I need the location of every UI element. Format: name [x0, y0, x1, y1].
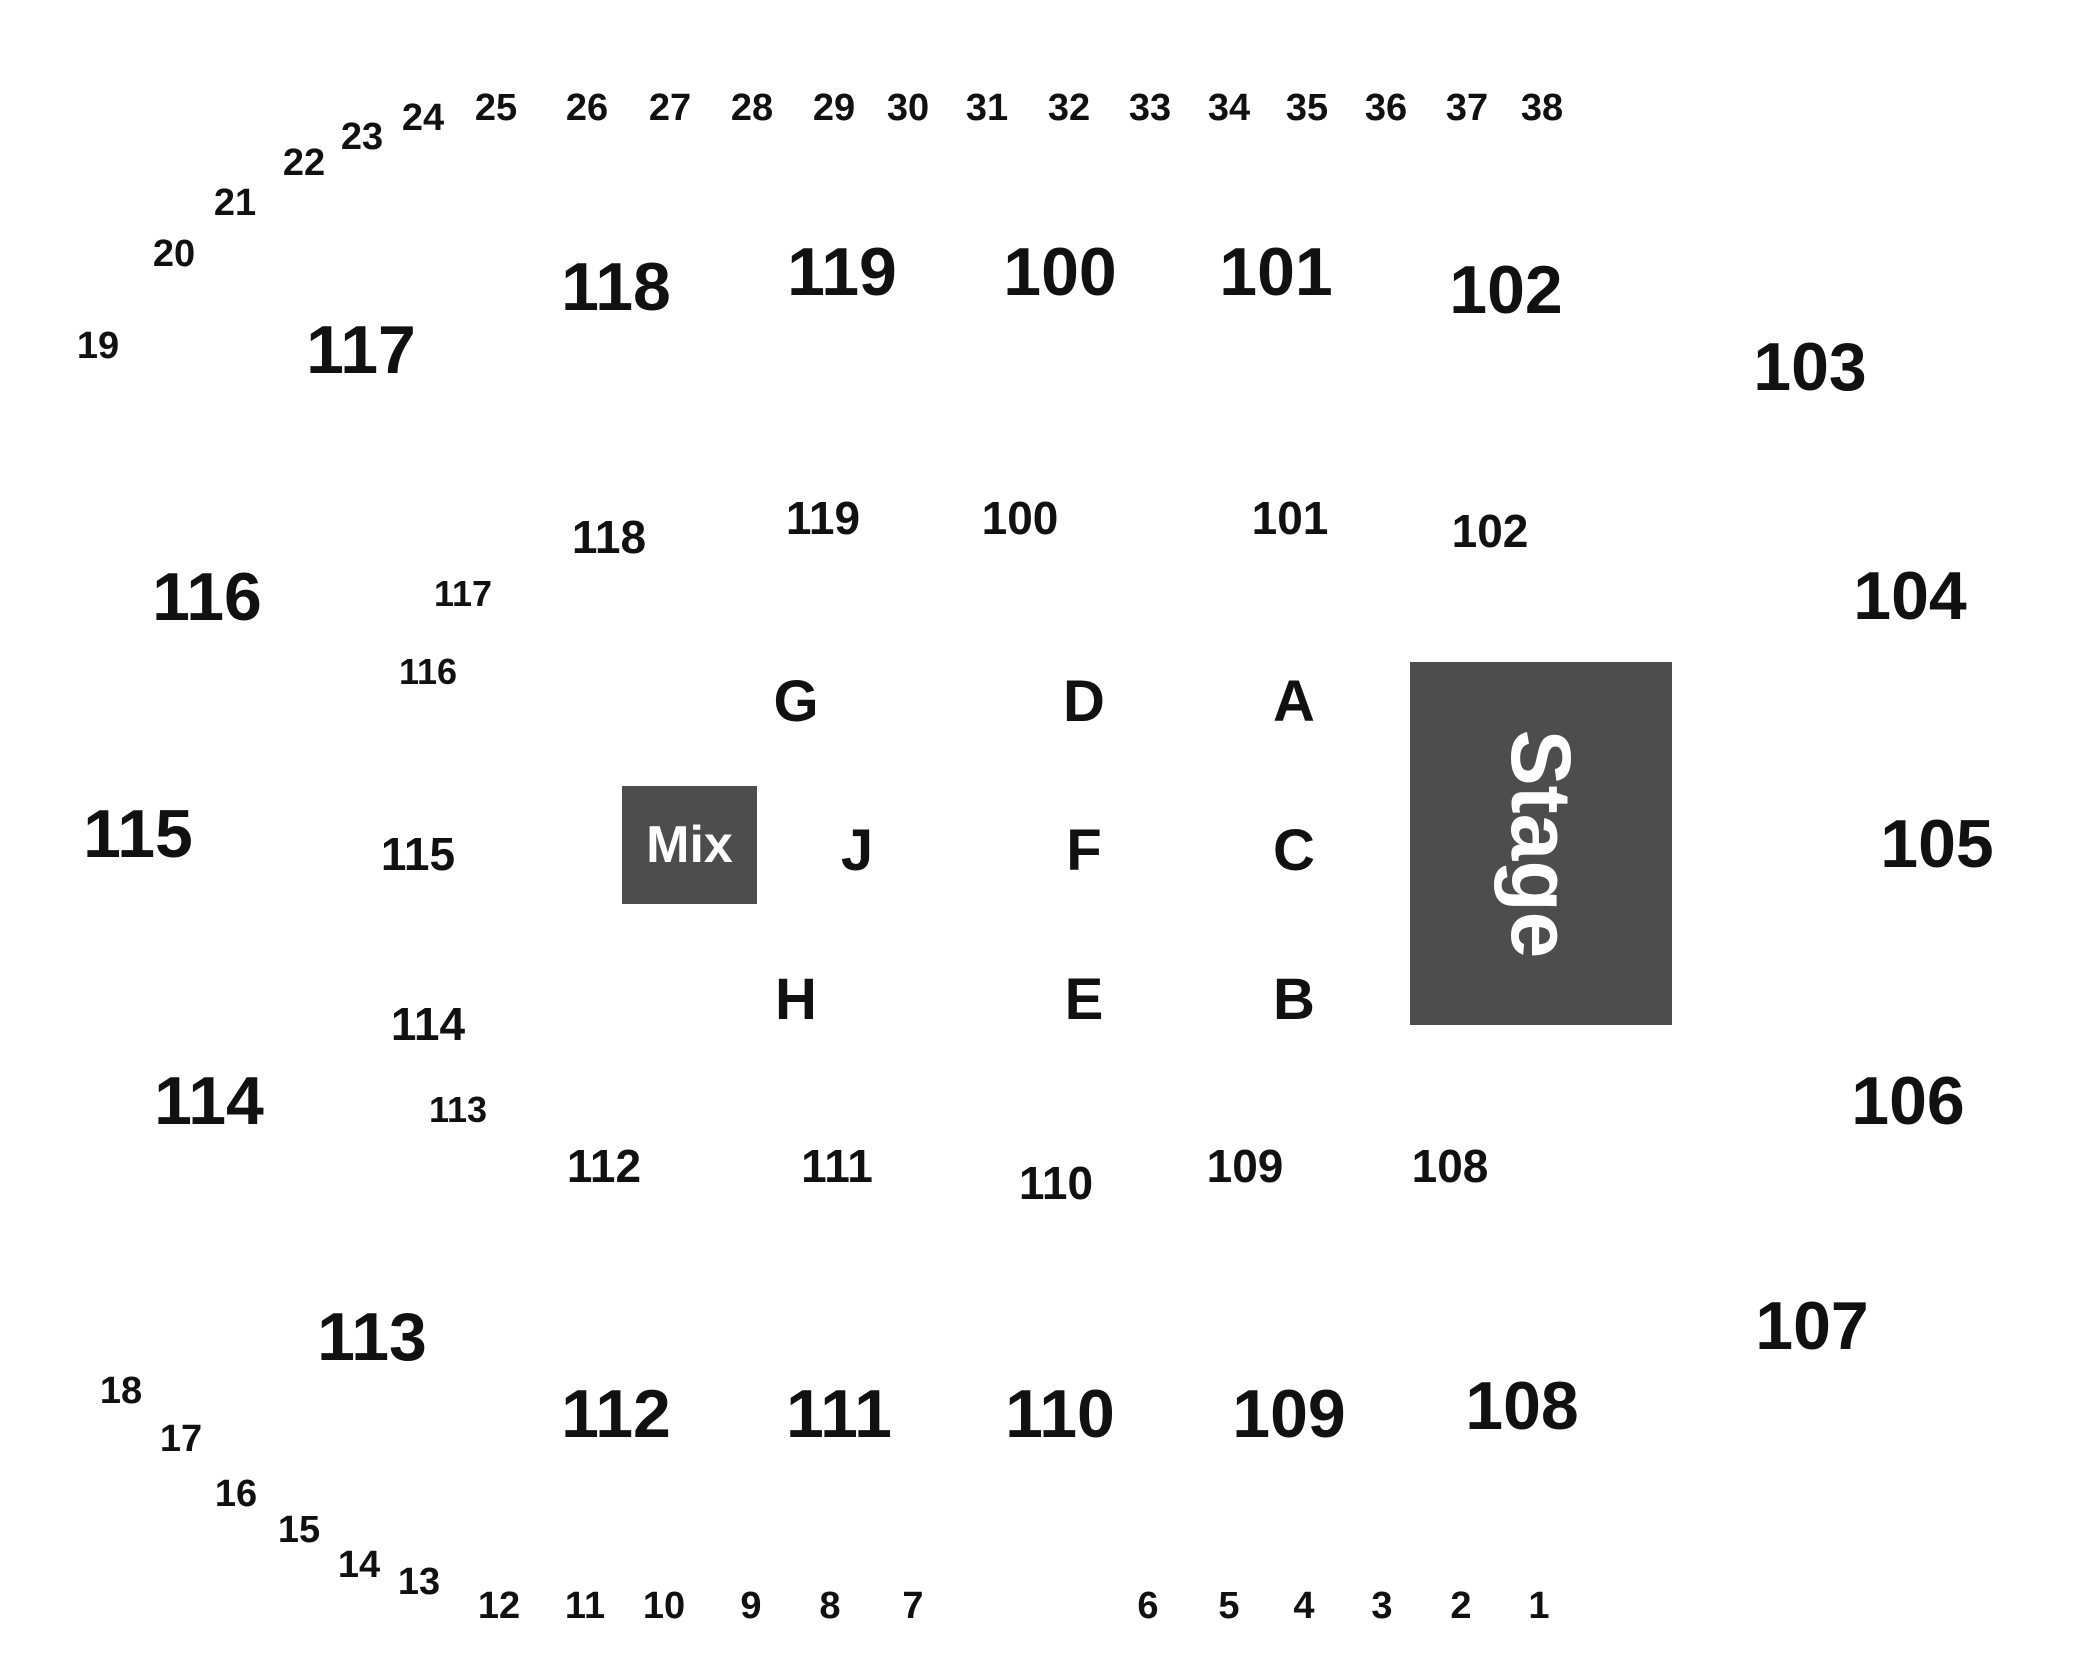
box-12[interactable]: 12: [477, 1585, 521, 1627]
floor-section-g[interactable]: G: [773, 669, 819, 734]
box-36[interactable]: 36: [1364, 87, 1408, 129]
upper-section-115[interactable]: 115: [83, 796, 193, 872]
upper-section-101[interactable]: 101: [1219, 234, 1333, 310]
upper-section-100[interactable]: 100: [1003, 234, 1117, 310]
box-29[interactable]: 29: [812, 87, 856, 129]
lower-section-113[interactable]: 113: [428, 1089, 488, 1130]
mix-label: Mix: [646, 816, 733, 874]
box-35[interactable]: 35: [1285, 87, 1329, 129]
box-23[interactable]: 23: [340, 116, 384, 158]
box-15[interactable]: 15: [277, 1509, 321, 1551]
box-16[interactable]: 16: [214, 1473, 258, 1515]
floor-section-f[interactable]: F: [1066, 818, 1102, 883]
box-21[interactable]: 21: [213, 182, 257, 224]
lower-section-116[interactable]: 116: [398, 651, 458, 692]
upper-section-104[interactable]: 104: [1853, 558, 1967, 634]
upper-section-117[interactable]: 117: [306, 312, 416, 388]
upper-section-106[interactable]: 106: [1851, 1063, 1965, 1139]
lower-section-115[interactable]: 115: [380, 828, 456, 880]
lower-section-118[interactable]: 118: [571, 511, 647, 563]
floor-section-e[interactable]: E: [1064, 967, 1104, 1032]
upper-section-111[interactable]: 111: [786, 1376, 892, 1452]
lower-section-112[interactable]: 112: [566, 1140, 642, 1192]
floor-section-d[interactable]: D: [1063, 669, 1105, 734]
upper-section-113[interactable]: 113: [317, 1299, 427, 1375]
stage-label: Stage: [1494, 729, 1588, 958]
upper-section-108[interactable]: 108: [1465, 1368, 1579, 1444]
upper-section-105[interactable]: 105: [1880, 806, 1994, 882]
lower-section-110[interactable]: 110: [1018, 1157, 1094, 1209]
box-31[interactable]: 31: [965, 87, 1009, 129]
lower-section-108[interactable]: 108: [1411, 1140, 1489, 1192]
upper-section-114[interactable]: 114: [154, 1063, 264, 1139]
box-19[interactable]: 19: [76, 325, 120, 367]
box-13[interactable]: 13: [397, 1561, 441, 1603]
box-18[interactable]: 18: [99, 1370, 143, 1412]
box-5[interactable]: 5: [1218, 1585, 1240, 1627]
lower-section-114[interactable]: 114: [390, 998, 466, 1050]
upper-section-110[interactable]: 110: [1005, 1376, 1115, 1452]
box-27[interactable]: 27: [648, 87, 692, 129]
upper-section-107[interactable]: 107: [1755, 1288, 1869, 1364]
upper-section-109[interactable]: 109: [1232, 1376, 1346, 1452]
upper-section-112[interactable]: 112: [561, 1376, 671, 1452]
box-8[interactable]: 8: [819, 1585, 841, 1627]
lower-section-119[interactable]: 119: [785, 492, 861, 544]
lower-section-117[interactable]: 117: [433, 573, 493, 614]
box-1[interactable]: 1: [1528, 1585, 1550, 1627]
box-34[interactable]: 34: [1207, 87, 1251, 129]
box-24[interactable]: 24: [401, 97, 445, 139]
box-28[interactable]: 28: [730, 87, 774, 129]
box-9[interactable]: 9: [740, 1585, 762, 1627]
box-14[interactable]: 14: [337, 1544, 381, 1586]
lower-section-111[interactable]: 111: [801, 1140, 873, 1192]
box-7[interactable]: 7: [902, 1585, 924, 1627]
box-33[interactable]: 33: [1128, 87, 1172, 129]
upper-section-102[interactable]: 102: [1449, 252, 1563, 328]
upper-section-118[interactable]: 118: [561, 249, 671, 325]
box-3[interactable]: 3: [1371, 1585, 1393, 1627]
box-20[interactable]: 20: [152, 233, 196, 275]
upper-section-119[interactable]: 119: [787, 234, 897, 310]
box-22[interactable]: 22: [282, 142, 326, 184]
upper-section-103[interactable]: 103: [1753, 329, 1867, 405]
box-37[interactable]: 37: [1445, 87, 1489, 129]
floor-section-j[interactable]: J: [840, 818, 874, 883]
mix-position: Mix: [622, 786, 757, 904]
box-32[interactable]: 32: [1047, 87, 1091, 129]
lower-section-101[interactable]: 101: [1251, 492, 1329, 544]
box-38[interactable]: 38: [1520, 87, 1564, 129]
floor-section-c[interactable]: C: [1273, 818, 1315, 883]
lower-section-109[interactable]: 109: [1206, 1140, 1284, 1192]
box-17[interactable]: 17: [159, 1418, 203, 1460]
floor-section-b[interactable]: B: [1273, 967, 1315, 1032]
box-11[interactable]: 11: [564, 1585, 606, 1627]
lower-section-102[interactable]: 102: [1451, 505, 1529, 557]
box-26[interactable]: 26: [565, 87, 609, 129]
box-25[interactable]: 25: [474, 87, 518, 129]
lower-section-100[interactable]: 100: [981, 492, 1059, 544]
box-2[interactable]: 2: [1450, 1585, 1472, 1627]
floor-section-h[interactable]: H: [775, 967, 817, 1032]
box-10[interactable]: 10: [642, 1585, 686, 1627]
stage: Stage: [1410, 662, 1672, 1025]
floor-section-a[interactable]: A: [1273, 669, 1315, 734]
box-6[interactable]: 6: [1137, 1585, 1159, 1627]
upper-section-116[interactable]: 116: [152, 559, 262, 635]
box-30[interactable]: 30: [886, 87, 930, 129]
box-4[interactable]: 4: [1293, 1585, 1315, 1627]
